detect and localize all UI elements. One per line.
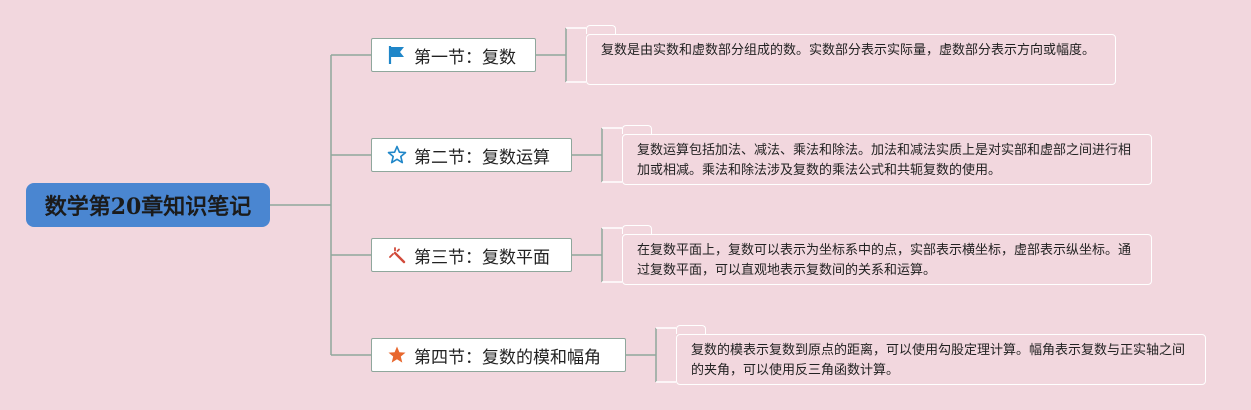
section-topic-1[interactable]: 第一节：复数	[371, 38, 536, 72]
section-topic-3[interactable]: 第三节：复数平面	[371, 238, 572, 272]
root-topic[interactable]: 数学第20章知识笔记	[26, 183, 270, 227]
note-connector-1	[536, 28, 567, 82]
note-tab	[622, 125, 652, 134]
section-note-4: 复数的模表示复数到原点的距离，可以使用勾股定理计算。幅角表示复数与正实轴之间的夹…	[676, 334, 1206, 385]
flag-icon	[386, 44, 408, 66]
note-connector-3	[572, 228, 603, 282]
star-filled-icon	[386, 344, 408, 366]
note-tab	[622, 225, 652, 234]
note-tab	[676, 325, 706, 334]
section-title: 第四节：复数的模和幅角	[414, 347, 601, 368]
star-outline-icon	[386, 144, 408, 166]
note-connector-2	[572, 128, 603, 182]
note-tab	[586, 25, 616, 34]
section-title: 第二节：复数运算	[414, 147, 550, 168]
section-title: 第一节：复数	[414, 47, 516, 68]
section-topic-2[interactable]: 第二节：复数运算	[371, 138, 572, 172]
section-title: 第三节：复数平面	[414, 247, 550, 268]
section-note-2: 复数运算包括加法、减法、乘法和除法。加法和减法实质上是对实部和虚部之间进行相加或…	[622, 134, 1152, 185]
section-note-3: 在复数平面上，复数可以表示为坐标系中的点，实部表示横坐标，虚部表示纵坐标。通过复…	[622, 234, 1152, 285]
section-note-1: 复数是由实数和虚数部分组成的数。实数部分表示实际量，虚数部分表示方向或幅度。	[586, 34, 1116, 85]
section-topic-4[interactable]: 第四节：复数的模和幅角	[371, 338, 626, 372]
magic-wand-icon	[386, 244, 408, 266]
note-connector-4	[626, 328, 657, 382]
